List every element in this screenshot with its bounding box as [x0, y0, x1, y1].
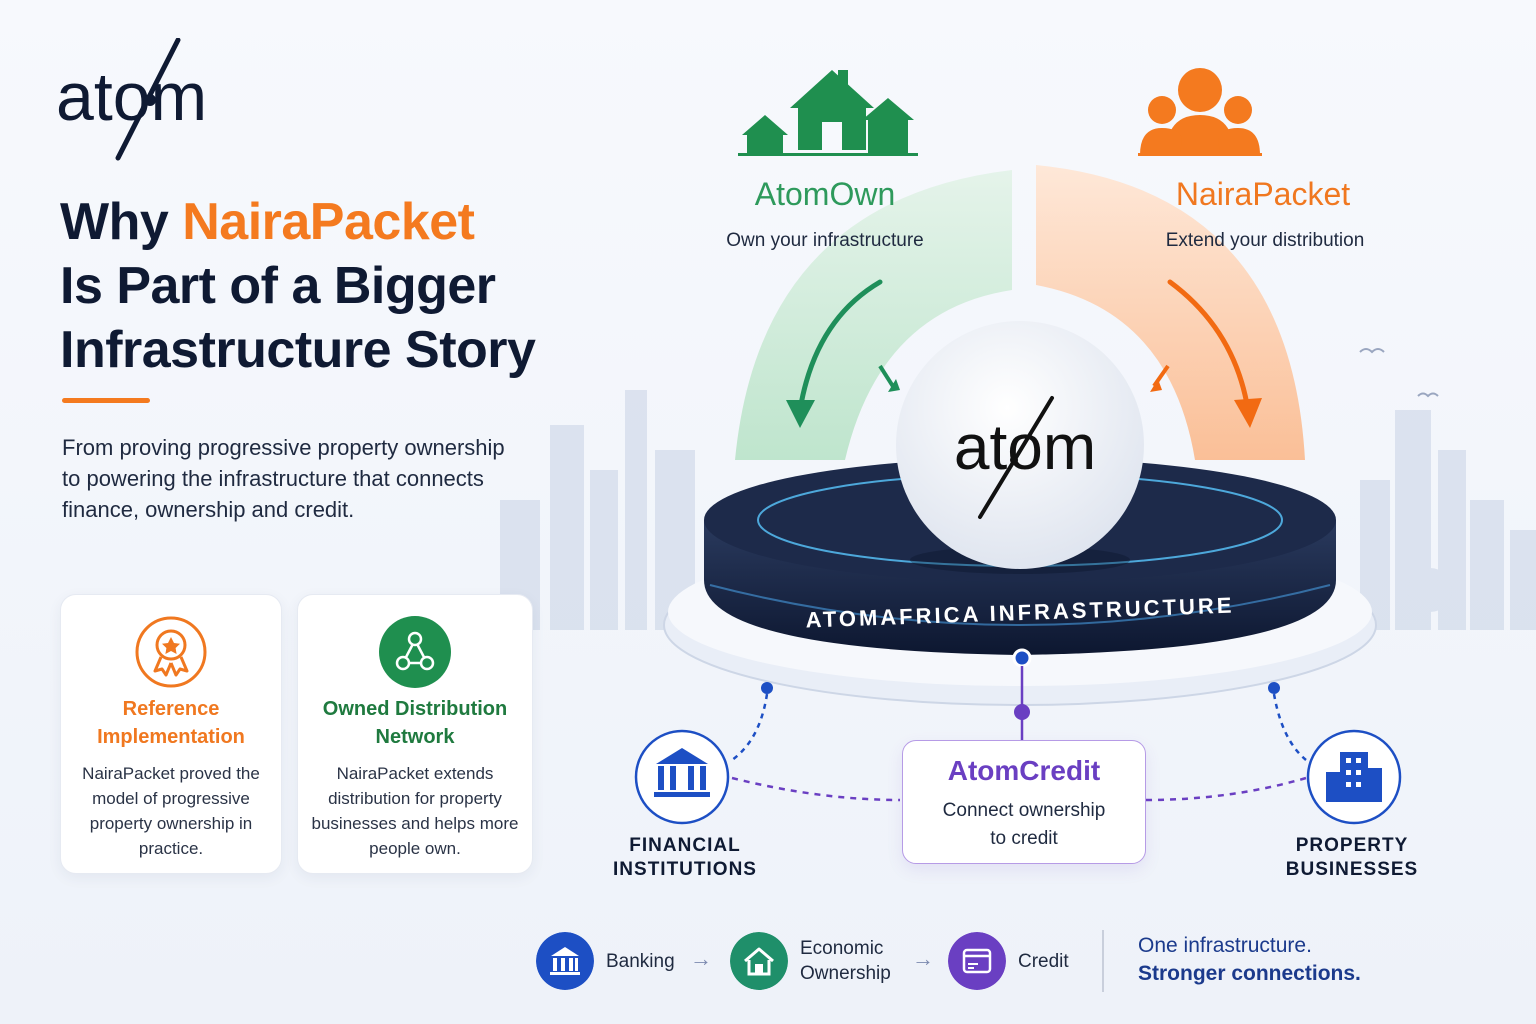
page-headline: Why NairaPacket Is Part of a Bigger Infr…	[60, 190, 660, 382]
headline-prefix: Why	[60, 193, 183, 251]
card-body: NairaPacket proved the model of progress…	[82, 764, 260, 858]
people-icon	[1138, 68, 1262, 156]
headline-underline	[62, 398, 150, 403]
atom-own-subtitle: Own your infrastructure	[726, 230, 924, 251]
atom-credit-subtitle: Connect ownership to credit	[942, 800, 1106, 849]
flow-arrow-icon: →	[912, 946, 934, 971]
flow-arrow-icon: →	[690, 946, 712, 971]
atom-own-arrow	[797, 279, 883, 413]
naira-packet-arc	[1036, 165, 1305, 460]
intro-paragraph: From proving progressive property owners…	[62, 435, 505, 522]
naira-packet-arrow	[1167, 279, 1251, 413]
house-icon	[730, 932, 788, 990]
flow-label: Economic Ownership	[800, 938, 891, 984]
financial-institutions-node	[634, 729, 730, 825]
network-nodes-icon	[379, 616, 451, 688]
office-buildings-icon	[1326, 752, 1382, 802]
card-reference-implementation: Reference Implementation NairaPacket pro…	[60, 594, 282, 874]
card-body: NairaPacket extends distribution for pro…	[311, 764, 519, 858]
atom-credit-box: AtomCredit Connect ownership to credit	[902, 740, 1146, 864]
tagline-line1: One infrastructure.	[1138, 934, 1312, 957]
atom-center-circle	[896, 321, 1144, 569]
headline-line2: Is Part of a Bigger	[60, 257, 496, 315]
atom-logo: atom	[56, 38, 207, 161]
tagline-divider	[1102, 930, 1104, 992]
financial-institutions-label: FINANCIAL INSTITUTIONS	[613, 835, 757, 880]
property-businesses-label: PROPERTY BUSINESSES	[1285, 835, 1419, 880]
naira-packet-subtitle: Extend your distribution	[1165, 230, 1365, 251]
bank-building-icon	[654, 748, 710, 797]
card-title: Reference Implementation	[97, 698, 245, 748]
flow-label: Banking	[606, 950, 675, 972]
atom-logo-text: atom	[56, 59, 207, 135]
flow-label: Credit	[1018, 950, 1069, 972]
flow-banking: Banking	[536, 932, 675, 990]
naira-packet-title: NairaPacket	[1175, 176, 1351, 212]
card-title: Owned Distribution Network	[322, 698, 508, 748]
atom-credit-title: AtomCredit	[947, 755, 1101, 786]
card-owned-distribution-network: Owned Distribution Network NairaPacket e…	[297, 594, 533, 874]
headline-accent: NairaPacket	[182, 193, 475, 251]
flow-credit: Credit	[948, 932, 1069, 990]
award-ribbon-icon	[135, 616, 207, 688]
credit-card-icon	[948, 932, 1006, 990]
houses-icon	[738, 70, 918, 156]
tagline-line2: Stronger connections.	[1138, 962, 1361, 985]
flow-economic-ownership: Economic Ownership	[730, 932, 891, 990]
headline-line3: Infrastructure Story	[60, 321, 536, 379]
atom-own-title: AtomOwn	[754, 176, 896, 212]
bank-icon	[536, 932, 594, 990]
atom-center-logo: atom	[953, 411, 1097, 483]
